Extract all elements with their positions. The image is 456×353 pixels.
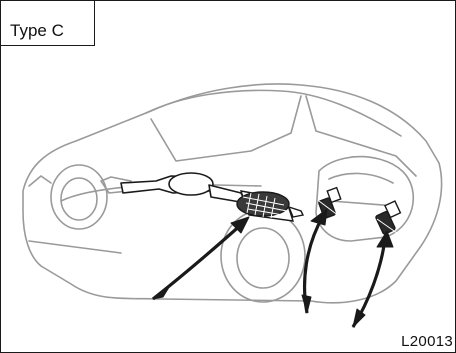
figure-code: L20013 [401,333,453,350]
callout-arrows [153,209,393,327]
exhaust-pipe [121,173,246,203]
catalytic-converter [237,191,303,221]
oxygen-sensor-rear [375,201,400,235]
